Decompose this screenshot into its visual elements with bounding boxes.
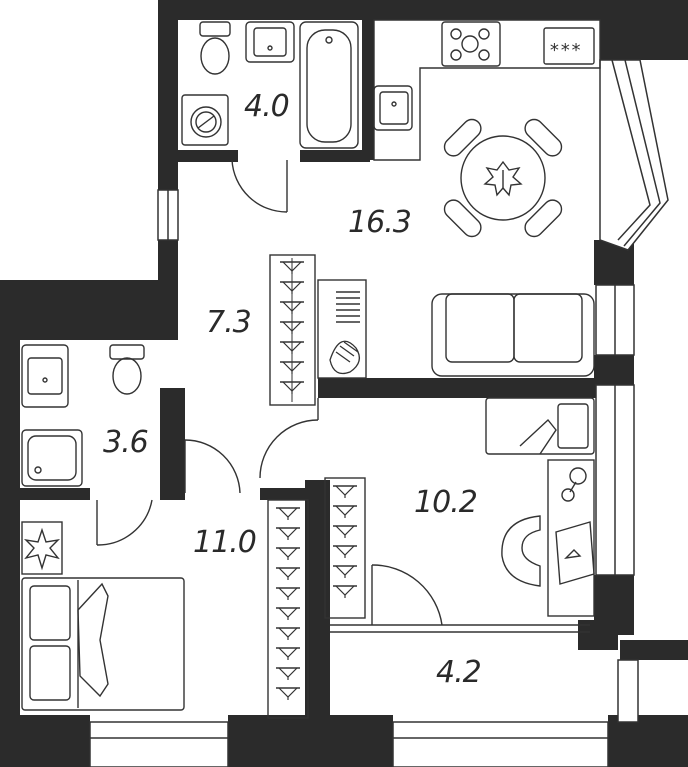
washing-machine-icon — [181, 94, 229, 146]
lamp-icon — [561, 467, 587, 502]
bedroom-furniture — [21, 521, 185, 711]
windows — [89, 59, 669, 767]
area-label-hallway: 7.3 — [206, 305, 251, 340]
shower-icon — [21, 429, 83, 487]
sink-icon — [245, 21, 295, 63]
stove-indicator: *** — [549, 40, 582, 61]
toilet-icon — [199, 21, 231, 75]
study-hangers — [332, 485, 358, 599]
toilet-icon — [109, 344, 145, 395]
area-label-kitchen-living: 16.3 — [348, 205, 411, 240]
area-label-bathroom-main: 4.0 — [244, 89, 289, 124]
appliance-box-icon — [543, 27, 595, 65]
bed-icon — [21, 577, 185, 711]
bathtub-icon — [299, 21, 359, 149]
sink-icon — [21, 344, 69, 408]
bathroom-small-fixtures — [21, 344, 145, 487]
area-label-bathroom-small: 3.6 — [103, 425, 148, 460]
bedroom-wardrobe — [267, 499, 309, 719]
single-bed-icon — [485, 397, 595, 455]
doors — [96, 159, 590, 633]
nightstand-icon — [21, 521, 63, 575]
kitchen-fixtures — [373, 19, 601, 161]
bathroom-main-fixtures — [181, 21, 359, 149]
kitchen-sink-icon — [373, 85, 413, 131]
area-labels: 4.0 16.3 7.3 3.6 11.0 10.2 4.2 — [103, 89, 482, 690]
area-label-balcony: 4.2 — [436, 655, 481, 690]
plant-icon — [329, 340, 361, 375]
study-wardrobe — [324, 477, 366, 619]
area-label-study: 10.2 — [414, 485, 477, 520]
sofa-icon — [431, 293, 595, 377]
dining-table-icon — [443, 118, 563, 238]
hallway-shelf-icon — [317, 279, 367, 379]
desk-icon — [547, 459, 595, 617]
bedroom-hangers — [275, 507, 301, 701]
chair-icon — [501, 515, 541, 587]
stove-icon — [441, 21, 501, 67]
laptop-icon — [555, 521, 595, 585]
study-furniture — [485, 397, 595, 617]
plant-icon — [23, 527, 61, 571]
area-label-bedroom: 11.0 — [193, 525, 256, 560]
plant-icon — [483, 160, 523, 197]
